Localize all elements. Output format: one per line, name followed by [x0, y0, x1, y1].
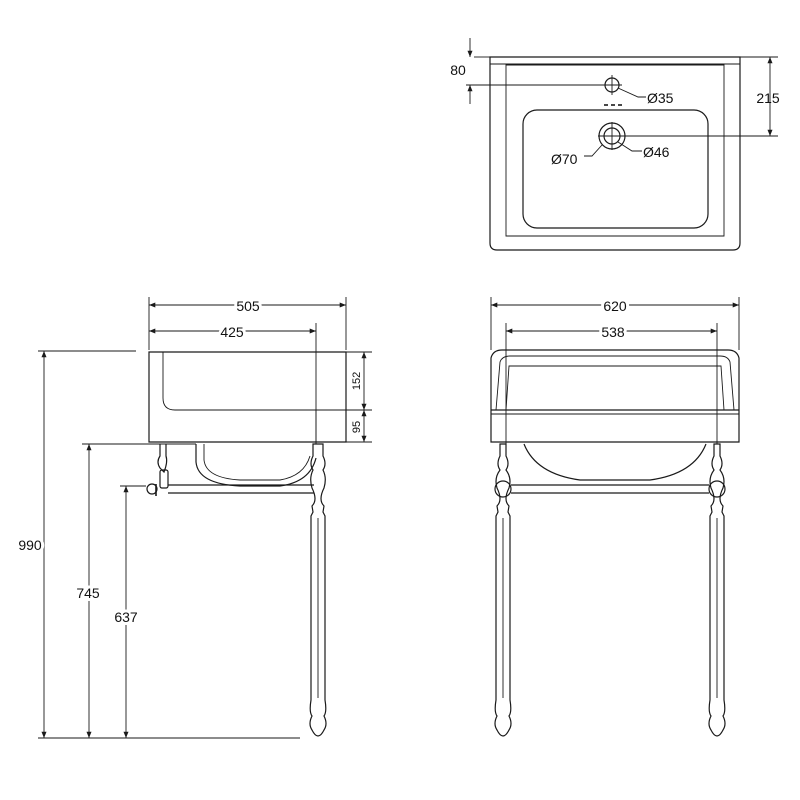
front-view-basin: [490, 349, 740, 443]
front-view-rim: [495, 355, 735, 411]
dia-35-label: Ø35: [647, 90, 674, 106]
dim-80-label: 80: [450, 62, 466, 78]
front-view-right-joint: [708, 480, 726, 498]
dia-46-label: Ø46: [643, 144, 670, 160]
dim-538-label: 538: [601, 324, 625, 340]
dim-425-label: 425: [220, 324, 244, 340]
dia-46-leader: [617, 141, 642, 152]
top-view: 80 215 Ø35 Ø46 Ø70: [450, 38, 780, 251]
front-view-left-joint: [494, 480, 512, 498]
dim-637-label: 637: [114, 609, 138, 625]
front-view: 620 538: [490, 295, 740, 737]
side-view-knob: [146, 483, 158, 495]
dim-505-label: 505: [236, 298, 260, 314]
front-view-left-leg: [494, 443, 512, 737]
dia-70-label: Ø70: [551, 151, 578, 167]
dim-152-label: 152: [351, 372, 363, 390]
top-view-inner-rim: [505, 64, 725, 237]
dia-35-leader: [617, 87, 646, 98]
top-view-outline: [489, 56, 741, 251]
side-view-basin: [148, 351, 347, 443]
side-view-back-bracket: [157, 444, 168, 474]
front-view-right-leg: [708, 443, 726, 737]
side-view-bowl-underside: [195, 444, 317, 487]
dim-745-label: 745: [76, 585, 100, 601]
side-view-bowl-underside-inner: [203, 444, 311, 481]
front-view-rim-inner: [505, 365, 725, 411]
front-view-bowl-underside: [523, 443, 707, 481]
side-view-basin-inner: [162, 352, 346, 411]
side-view-front-leg: [309, 443, 327, 737]
dim-620-label: 620: [603, 298, 627, 314]
top-view-bowl: [522, 109, 709, 229]
dim-95-label: 95: [351, 421, 363, 433]
side-view-back-joint: [159, 469, 169, 489]
dim-990-label: 990: [18, 537, 42, 553]
dia-70-leader: [584, 144, 603, 157]
side-view: 505 425 152 95 990 745 637: [15, 295, 372, 739]
dim-215-label: 215: [756, 90, 780, 106]
